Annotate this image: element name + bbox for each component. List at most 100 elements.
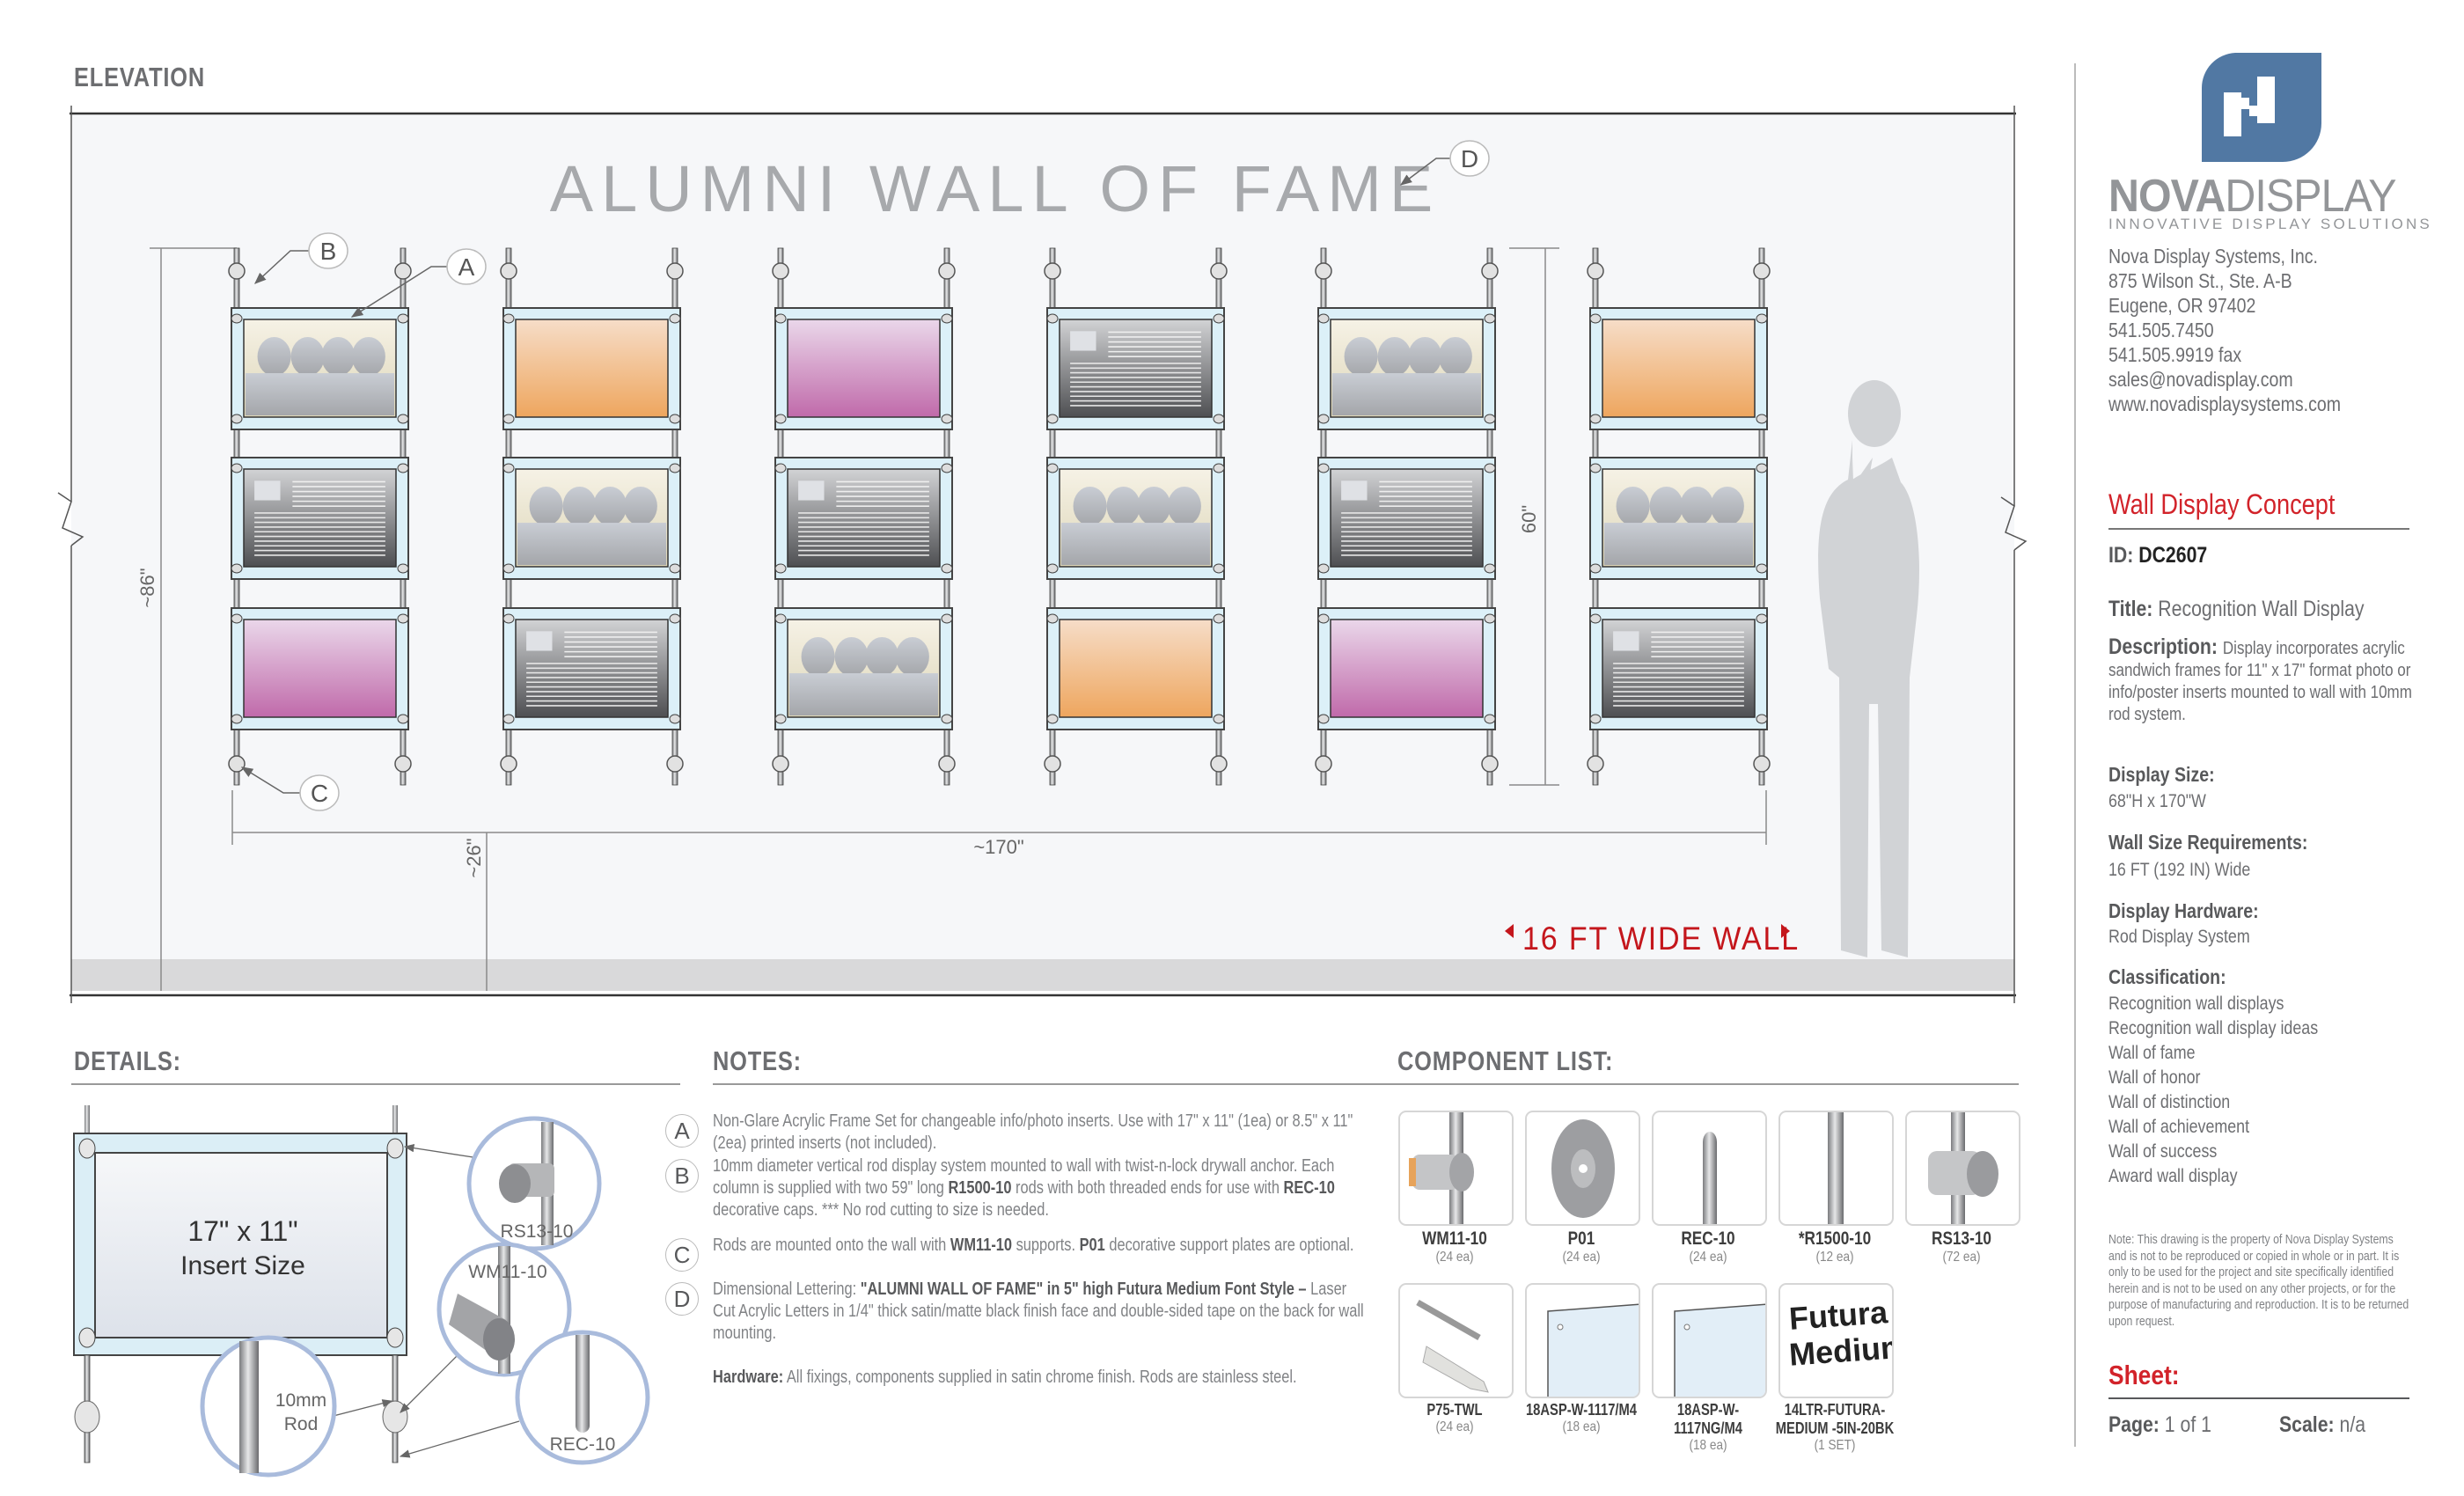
svg-text:D: D [1461,145,1478,172]
standoff [231,463,243,473]
display-size-label: Display Size: [2108,763,2215,787]
wall-mount [500,755,517,773]
standoff [502,463,515,473]
svg-text:B: B [320,238,337,265]
display-column [772,247,956,786]
standoff [1756,613,1768,624]
display-column [228,247,412,786]
break-mark-right [2000,496,2028,551]
dimension-display-height-label: 60" [1518,505,1540,533]
scale-info: Scale: n/a [2279,1412,2365,1438]
standoff [1589,414,1602,424]
standoff [1756,313,1768,324]
page-value: 1 of 1 [2164,1412,2211,1437]
address-line: Eugene, OR 97402 [2108,294,2256,317]
standoff [1317,613,1330,624]
component-caption: P75-TWL(24 ea) [1380,1401,1529,1435]
end-cap-icon [1703,1132,1717,1224]
details-divider [71,1083,680,1085]
display-columns [228,247,1771,786]
wall-mount [394,755,412,773]
note-marker-a: A [665,1114,699,1148]
notes-heading: NOTES: [713,1045,821,1077]
display-size-label-text: Display Size: [2108,763,2215,786]
standoff [1317,463,1330,473]
wall-mount [1044,262,1061,280]
acrylic-frame-orange [502,307,681,430]
component-tile-wall-mount [1398,1111,1514,1226]
wall-mount [228,755,246,773]
wall-size-value: 16 FT (192 IN) Wide [2108,860,2251,880]
wall-mount [1481,755,1499,773]
component-quantity: (72 ea) [1942,1250,1981,1265]
display-column [500,247,684,786]
classification-item: Wall of success [2108,1141,2218,1162]
description-label: Description: [2108,634,2218,659]
wall-mount [228,262,246,280]
sign-lettering: ALUMNI WALL OF FAME [550,152,1441,225]
component-quantity: (12 ea) [1815,1250,1854,1265]
standoff [1046,714,1059,724]
standoff [1756,414,1768,424]
address-line: 541.505.7450 [2108,319,2214,341]
wall-mount [1210,755,1228,773]
note-text: decorative support plates are optional. [1104,1236,1354,1255]
wordmark-bold: NOVA [2108,171,2226,222]
standoff [1317,714,1330,724]
classification-item: Award wall display [2108,1166,2238,1186]
person-silhouette-icon [1818,380,1919,957]
standoff [502,414,515,424]
note-text: Dimensional Lettering: [713,1280,861,1299]
component-code: REC-10 [1681,1228,1735,1249]
note-item: 10mm diameter vertical rod display syste… [713,1155,1369,1221]
wordmark-light: DISPLAY [2225,171,2396,222]
component-code: 18ASP-W-1117NG/M4 [1674,1401,1742,1437]
wall-mount [1315,262,1332,280]
standoff [1589,313,1602,324]
detail-rec-10-label: REC-10 [550,1434,616,1455]
standoff [1046,313,1059,324]
hardware-value: Rod Display System [2108,927,2250,947]
hardware-label: Hardware: [713,1368,784,1387]
standoff [1317,313,1330,324]
standoff [502,714,515,724]
classification-item: Wall of honor [2108,1067,2201,1088]
component-caption: P01(24 ea) [1507,1228,1656,1265]
standoff [1484,414,1496,424]
standoff [1213,714,1225,724]
detail-insert-label: Insert Size [180,1251,305,1280]
acrylic-frame-photo [502,457,681,580]
component-caption: 14LTR-FUTURA-MEDIUM -5IN-20BK(1 SET) [1760,1401,1910,1454]
detail-frame-drawing [73,1105,520,1463]
component-caption: 18ASP-W-1117/M4(18 ea) [1507,1401,1656,1435]
note-emphasis: "ALUMNI WALL OF FAME" in 5" high Futura … [860,1280,1307,1299]
company-tagline: INNOVATIVE DISPLAY SOLUTIONS [2108,216,2432,232]
component-quantity: (24 ea) [1562,1250,1601,1265]
component-tile-support-plate [1525,1111,1640,1226]
hardware-label: Display Hardware: [2108,899,2259,923]
standoff [669,414,681,424]
dimension-width-label: ~170" [973,836,1023,858]
company-wordmark: NOVADISPLAY [2108,170,2397,223]
standoff [774,714,787,724]
standoff [941,613,953,624]
note-text: 10mm diameter vertical rod display syste… [713,1156,1335,1198]
component-quantity: (1 SET) [1814,1438,1856,1453]
acrylic-frame-photo [774,607,953,730]
component-tile-drywall-anchor [1398,1283,1514,1398]
standoff [1046,563,1059,574]
detail-rod-label: Rod [284,1414,319,1434]
component-code: WM11-10 [1422,1228,1487,1249]
note-text: Non-Glare Acrylic Frame Set for changeab… [713,1111,1353,1153]
components-heading: COMPONENT LIST: [1397,1045,1661,1077]
note-item: Dimensional Lettering: "ALUMNI WALL OF F… [713,1279,1369,1345]
standoff [941,414,953,424]
acrylic-frame-pink [231,607,409,730]
acrylic-frame-pink [1317,607,1496,730]
standoff [1589,463,1602,473]
arrow-right-icon [1781,924,1790,938]
standoff [1756,563,1768,574]
concept-title: Title: Recognition Wall Display [2108,597,2365,622]
display-column [1044,247,1228,786]
